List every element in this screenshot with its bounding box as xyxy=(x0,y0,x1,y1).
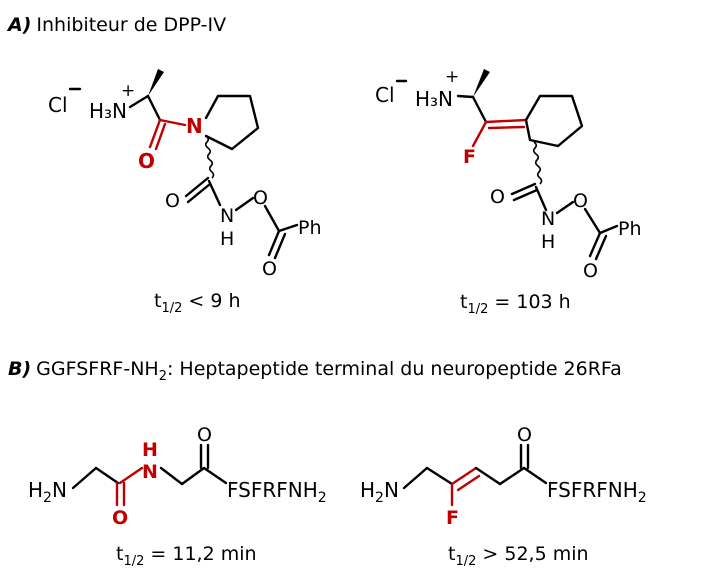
section-a-title: Inhibiteur de DPP-IV xyxy=(36,14,226,36)
mol2-bond xyxy=(598,224,619,235)
mol2-ester-carbonyl xyxy=(588,231,602,258)
mol2-cf-bond xyxy=(471,120,488,148)
pep1-bond xyxy=(180,466,206,486)
pep2-bond xyxy=(402,466,429,490)
mol2-wavy-bond xyxy=(532,141,543,185)
pep1-h2n: H2N xyxy=(28,478,67,506)
mol1-carbonyl-bond xyxy=(184,176,210,198)
mol2-carbonyl-bond xyxy=(510,182,537,196)
pep2-top-o: O xyxy=(517,424,532,446)
pep1-bond xyxy=(159,466,184,486)
mol2-ester-carbonyl xyxy=(594,234,608,261)
pep2-bond xyxy=(498,466,526,486)
mol1-nh-n: N xyxy=(220,205,234,227)
mol1-amide-bond xyxy=(158,118,187,127)
pep2-alkene-bond xyxy=(450,466,478,486)
mol1-bond xyxy=(207,179,222,207)
mol1-amide-bond xyxy=(154,122,167,151)
mol1-ammonium: H₃N xyxy=(89,99,127,123)
mol1-ring-n: N xyxy=(186,114,203,138)
mol1-ph: Ph xyxy=(298,217,322,239)
mol1-amide-o: O xyxy=(138,149,155,173)
peptide-1: H2N O N H O FSFRFNH2 t1/2 = 11,2 min xyxy=(28,424,327,568)
pep1-amide-h: H xyxy=(142,439,158,461)
section-b-heading: B)GGFSFRF-NH2: Heptapeptide terminal du … xyxy=(8,358,622,384)
mol2-cyclopentane-ring xyxy=(524,94,584,148)
mol1-chloride: Cl xyxy=(48,93,68,117)
mol1-bond xyxy=(146,94,162,122)
mol1-bond xyxy=(277,223,299,233)
mol1-amide-bond xyxy=(148,118,162,149)
mol2-wedge-bond xyxy=(473,69,490,97)
pep1-half-life: t1/2 = 11,2 min xyxy=(116,543,257,568)
pep2-fluorine: F xyxy=(446,507,459,529)
mol2-chloride: Cl xyxy=(375,83,395,107)
mol2-carbonyl-bond xyxy=(512,188,539,202)
mol1-ester-carbonyl xyxy=(267,229,281,257)
section-a-letter: A) xyxy=(6,14,31,36)
mol2-bond xyxy=(583,207,602,235)
mol1-wedge-bond xyxy=(148,69,164,96)
mol2-bond xyxy=(534,185,548,212)
peptide-2: H2N F O FSFRFNH2 t1/2 > 52,5 min xyxy=(360,424,647,568)
pep2-h2n: H2N xyxy=(360,478,399,506)
pep2-bond xyxy=(474,466,502,486)
pep2-half-life: t1/2 > 52,5 min xyxy=(448,543,589,568)
mol2-half-life: t1/2 = 103 h xyxy=(460,291,571,317)
pep1-chain: FSFRFNH2 xyxy=(227,478,327,506)
pep2-alkene-bond xyxy=(456,474,481,492)
mol1-half-life: t1/2 < 9 h xyxy=(154,290,241,316)
mol2-ester-co: O xyxy=(583,260,598,282)
mol1-bond xyxy=(263,204,281,233)
pep1-amide-cn xyxy=(118,466,144,485)
molecule-1: Cl H₃N + O N O N H O Ph O xyxy=(48,69,322,316)
pep1-amide-o: O xyxy=(112,507,128,529)
mol1-ester-o: O xyxy=(253,187,268,209)
section-a-heading: A)Inhibiteur de DPP-IV xyxy=(6,14,226,36)
mol1-nh-h: H xyxy=(220,228,234,250)
mol2-plus: + xyxy=(445,67,459,87)
mol2-ester-o: O xyxy=(573,190,588,212)
molecule-2: Cl H₃N + F O N H O Ph O t1/2 = 103 h xyxy=(375,67,642,317)
mol2-nh-h: H xyxy=(541,231,555,253)
mol1-carbonyl-bond xyxy=(186,182,212,204)
mol2-bond xyxy=(471,95,488,124)
mol2-nh-n: N xyxy=(541,208,555,230)
pep2-bond xyxy=(425,466,454,486)
pep1-amide-n: N xyxy=(142,461,158,483)
mol2-ph: Ph xyxy=(618,218,642,240)
mol1-bond xyxy=(234,196,255,212)
pep1-bond xyxy=(202,466,228,485)
pep2-chain: FSFRFNH2 xyxy=(547,478,647,506)
pep1-bond xyxy=(94,466,120,485)
mol1-wavy-bond xyxy=(204,135,215,179)
mol2-alkene-bond xyxy=(484,118,528,124)
mol1-bond xyxy=(128,94,150,109)
mol2-fluorine: F xyxy=(463,146,476,168)
mol1-ester-carbonyl xyxy=(273,232,287,260)
mol2-ammonium: H₃N xyxy=(415,87,453,111)
mol1-pyrrolidine-ring xyxy=(204,94,260,151)
mol1-plus: + xyxy=(121,81,135,101)
mol1-ester-co: O xyxy=(262,258,277,280)
pep1-bond xyxy=(71,466,98,490)
section-b-letter: B) xyxy=(8,358,31,380)
pep2-bond xyxy=(522,466,548,485)
pep1-top-o: O xyxy=(197,424,212,446)
mol2-bond xyxy=(456,94,475,99)
mol2-carbonyl-o: O xyxy=(490,186,505,208)
mol2-alkene-bond xyxy=(487,125,526,130)
mol2-bond xyxy=(555,200,575,215)
mol1-carbonyl-o: O xyxy=(165,190,180,212)
